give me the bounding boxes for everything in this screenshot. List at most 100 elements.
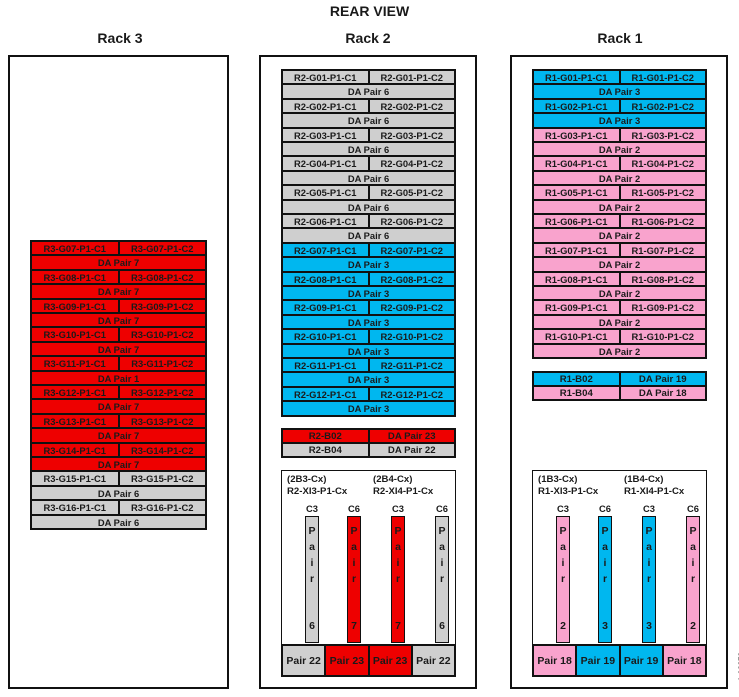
port-c1-cell: R2-G08-P1-C1 [282, 271, 369, 286]
port-c1-cell: R2-G10-P1-C1 [282, 329, 369, 344]
pair-bar-letter: r [646, 573, 652, 585]
pair-bar-letter: i [310, 557, 314, 569]
port-c2-cell: R3-G10-P1-C2 [118, 327, 206, 342]
da-pair-label: DA Pair 3 [282, 401, 455, 416]
port-c2-cell: R2-G07-P1-C2 [368, 242, 455, 258]
port-c2-cell: R2-G11-P1-C2 [368, 357, 455, 373]
port-c2-cell: R1-G09-P1-C2 [619, 300, 706, 315]
port-c1-cell: R1-G07-P1-C1 [533, 242, 620, 258]
pair-footer-cell: Pair 18 [662, 645, 706, 676]
port-c2-cell: R3-G13-P1-C2 [118, 413, 206, 429]
port-c2-cell: R1-G08-P1-C2 [619, 271, 706, 286]
pair-bar-number: 7 [395, 620, 401, 632]
port-c2-cell: R2-G05-P1-C2 [368, 185, 455, 200]
pair-bar-letter: a [439, 541, 445, 553]
pair-bar-letter: i [561, 557, 565, 569]
b-port-pair: DA Pair 22 [368, 443, 455, 457]
pair-bar-number: 7 [351, 620, 357, 632]
xl-left-port: R2-XI3-P1-Cx [287, 486, 348, 497]
pair-bar-letter: r [395, 573, 401, 585]
da-pair-label: DA Pair 3 [282, 285, 455, 301]
pair-bar-letter: P [308, 525, 316, 537]
port-c2-cell: R1-G01-P1-C2 [619, 70, 706, 85]
da-pair-label: DA Pair 7 [31, 255, 206, 270]
port-c2-cell: R3-G14-P1-C2 [118, 442, 206, 457]
port-c1-cell: R2-G02-P1-C1 [282, 98, 369, 114]
port-c1-cell: R2-G09-P1-C1 [282, 300, 369, 315]
column-label: C6 [599, 503, 611, 514]
port-c2-cell: R1-G06-P1-C2 [619, 213, 706, 229]
da-pair-label: DA Pair 6 [282, 228, 455, 243]
pair-bar-letter: P [394, 525, 402, 537]
rack-2-title: Rack 2 [345, 30, 391, 46]
port-c2-cell: R1-G05-P1-C2 [619, 185, 706, 200]
pair-bar-letter: r [439, 573, 445, 585]
da-pair-label: DA Pair 7 [31, 341, 206, 357]
da-pair-label: DA Pair 6 [282, 113, 455, 128]
port-c2-cell: R2-G06-P1-C2 [368, 213, 455, 229]
pair-bar-letter: a [560, 541, 566, 553]
da-pair-label: DA Pair 3 [282, 257, 455, 272]
port-c1-cell: R2-G04-P1-C1 [282, 156, 369, 171]
da-pair-label: DA Pair 7 [31, 312, 206, 328]
port-c2-cell: R2-G12-P1-C2 [368, 386, 455, 402]
pair-bar-number: 6 [309, 620, 315, 632]
pair-bar-letter: a [309, 541, 315, 553]
da-pair-label: DA Pair 2 [533, 343, 706, 358]
da-pair-label: DA Pair 3 [533, 113, 706, 128]
da-pair-label: DA Pair 6 [31, 485, 206, 501]
da-pair-label: DA Pair 1 [31, 370, 206, 385]
pair-footer-cell: Pair 22 [282, 645, 326, 676]
port-c1-cell: R1-G02-P1-C1 [533, 98, 620, 114]
column-label: C6 [348, 503, 360, 514]
da-pair-label: DA Pair 2 [533, 285, 706, 301]
rack-1-xl-block: (1B3-Cx)R1-XI3-P1-Cx(1B4-Cx)R1-XI4-P1-Cx… [532, 470, 707, 677]
b-port-pair: DA Pair 19 [619, 372, 706, 386]
pair-bar-number: 2 [690, 620, 696, 632]
port-c2-cell: R1-G10-P1-C2 [619, 329, 706, 344]
port-c2-cell: R3-G07-P1-C2 [118, 241, 206, 256]
port-c1-cell: R1-G08-P1-C1 [533, 271, 620, 286]
da-pair-label: DA Pair 2 [533, 141, 706, 157]
port-c1-cell: R2-G01-P1-C1 [282, 70, 369, 85]
rack-3-title: Rack 3 [97, 30, 143, 46]
column-label: C6 [436, 503, 448, 514]
column-label: C3 [392, 503, 404, 514]
pair-bar-number: 3 [646, 620, 652, 632]
pair-bar-letter: i [352, 557, 356, 569]
port-c2-cell: R3-G16-P1-C2 [118, 500, 206, 515]
